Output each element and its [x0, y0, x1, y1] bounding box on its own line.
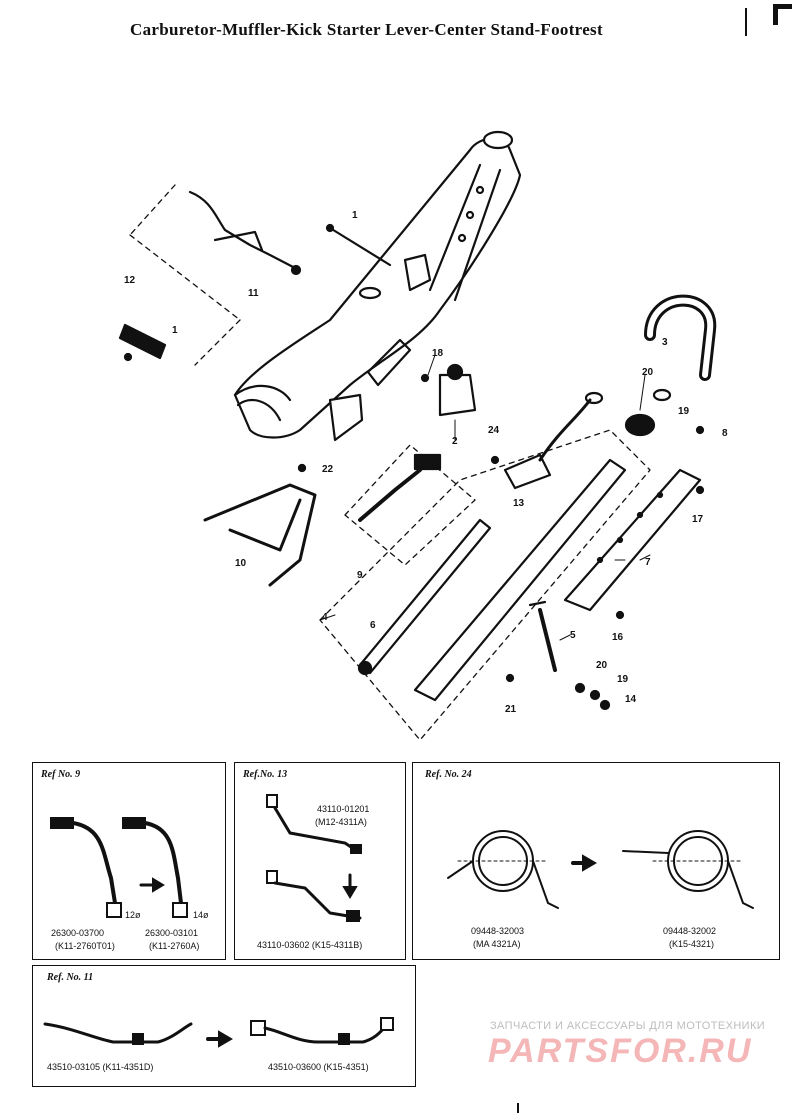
watermark-tagline: ЗАПЧАСТИ И АКСЕССУАРЫ ДЛЯ МОТОТЕХНИКИ — [490, 1020, 766, 1032]
callout-20: 20 — [596, 660, 608, 671]
ref-24-right-code: (K15-4321) — [669, 939, 715, 949]
bracket-variants — [266, 794, 362, 922]
callout-13: 13 — [513, 498, 525, 509]
page-title: Carburetor-Muffler-Kick Starter Lever-Ce… — [130, 20, 603, 39]
kick-lever-variants — [50, 817, 188, 918]
ref-11-right-partnumber: 43510-03600 (K15-4351) — [268, 1062, 369, 1072]
callout-11: 11 — [248, 288, 259, 299]
ref-9-box: Ref No. 9 12ø 14ø 26300-03700 (K11-2760T… — [32, 762, 226, 960]
grip-part-12 — [118, 323, 167, 362]
ref-13-bottom-partnumber: 43110-03602 — [257, 940, 310, 950]
ref-9-note-left: 12ø — [125, 910, 141, 920]
bracket-part-13 — [503, 391, 604, 490]
callout-12: 12 — [124, 275, 136, 286]
ref-9-note-right: 14ø — [193, 910, 209, 920]
ref-9-left-partnumber: 26300-03700 — [51, 928, 105, 938]
center-stand-part-10 — [203, 463, 317, 587]
ref-13-top-code: (M12-4311A) — [315, 817, 367, 827]
callout-19: 19 — [678, 406, 690, 417]
footrest-bar-variants — [43, 1017, 394, 1048]
side-stand-part-5 — [528, 600, 557, 672]
spring-variants — [447, 830, 754, 909]
ref-24-left-partnumber: 09448-32003 — [471, 926, 525, 936]
callout-10: 10 — [235, 558, 247, 569]
margin-tick — [745, 8, 747, 36]
muffler-part-4 — [319, 429, 651, 741]
callout-7: 7 — [645, 557, 651, 568]
callout-4: 4 — [322, 612, 328, 623]
exploded-parts-diagram: 1 1 2 3 4 5 6 7 8 9 10 11 12 13 14 16 17… — [118, 130, 728, 741]
callout-18: 18 — [432, 348, 444, 359]
ref-11-label: Ref. No. 11 — [47, 972, 94, 983]
carburetor-part-2 — [438, 363, 477, 417]
bolt-part-1 — [325, 223, 392, 267]
callout-1: 1 — [172, 325, 178, 336]
callout-1: 1 — [352, 210, 358, 221]
frame-body — [233, 130, 522, 442]
callout-17: 17 — [692, 514, 704, 525]
callout-2: 2 — [452, 436, 458, 447]
callout-3: 3 — [662, 337, 668, 348]
callout-24: 24 — [488, 425, 500, 436]
corner-mark — [773, 4, 792, 25]
kick-lever-part-9 — [344, 444, 476, 566]
bottom-tick — [517, 1103, 519, 1113]
callout-5: 5 — [570, 630, 576, 641]
ref-13-bottom-label: 43110-03602 (K15-4311B) — [257, 939, 362, 951]
callout-8: 8 — [722, 428, 728, 439]
leader-lines — [319, 354, 651, 641]
callout-6: 6 — [370, 620, 376, 631]
ref-13-box: Ref.No. 13 43110-01201 (M12-4311A) 43110… — [234, 762, 406, 960]
ref-13-label: Ref.No. 13 — [243, 769, 288, 780]
ref-24-left-code: (MA 4321A) — [473, 939, 521, 949]
ref-9-right-partnumber: 26300-03101 — [145, 928, 199, 938]
footrest-bracket-11 — [129, 184, 302, 366]
callout-16: 16 — [612, 632, 624, 643]
callout-14: 14 — [625, 694, 637, 705]
callout-21: 21 — [505, 704, 517, 715]
callout-19: 19 — [617, 674, 629, 685]
ref-24-box: Ref. No. 24 09448-32003 (MA 4321A) 09448… — [412, 762, 780, 960]
ref-9-right-code: (K11-2760A) — [149, 941, 200, 951]
ref-11-left-partnumber: 43510-03105 (K11-4351D) — [47, 1062, 154, 1072]
ref-9-label: Ref No. 9 — [41, 769, 81, 780]
ref-11-box: Ref. No. 11 43510-03105 (K11-4351D) 4351… — [32, 965, 416, 1087]
callout-20: 20 — [642, 367, 654, 378]
ref-24-label: Ref. No. 24 — [425, 769, 472, 780]
ref-13-top-partnumber: 43110-01201 — [317, 804, 370, 814]
callout-9: 9 — [357, 570, 363, 581]
ref-9-left-code: (K11-2760T01) — [55, 941, 115, 951]
ref-13-bottom-code: (K15-4311B) — [311, 940, 363, 950]
fasteners — [297, 373, 705, 711]
ref-24-right-partnumber: 09448-32002 — [663, 926, 717, 936]
heat-shield-part-7 — [563, 468, 702, 612]
watermark-logo: PARTSFOR.RU — [488, 1032, 753, 1070]
exhaust-pipe-part-3 — [624, 294, 717, 437]
callout-22: 22 — [322, 464, 334, 475]
